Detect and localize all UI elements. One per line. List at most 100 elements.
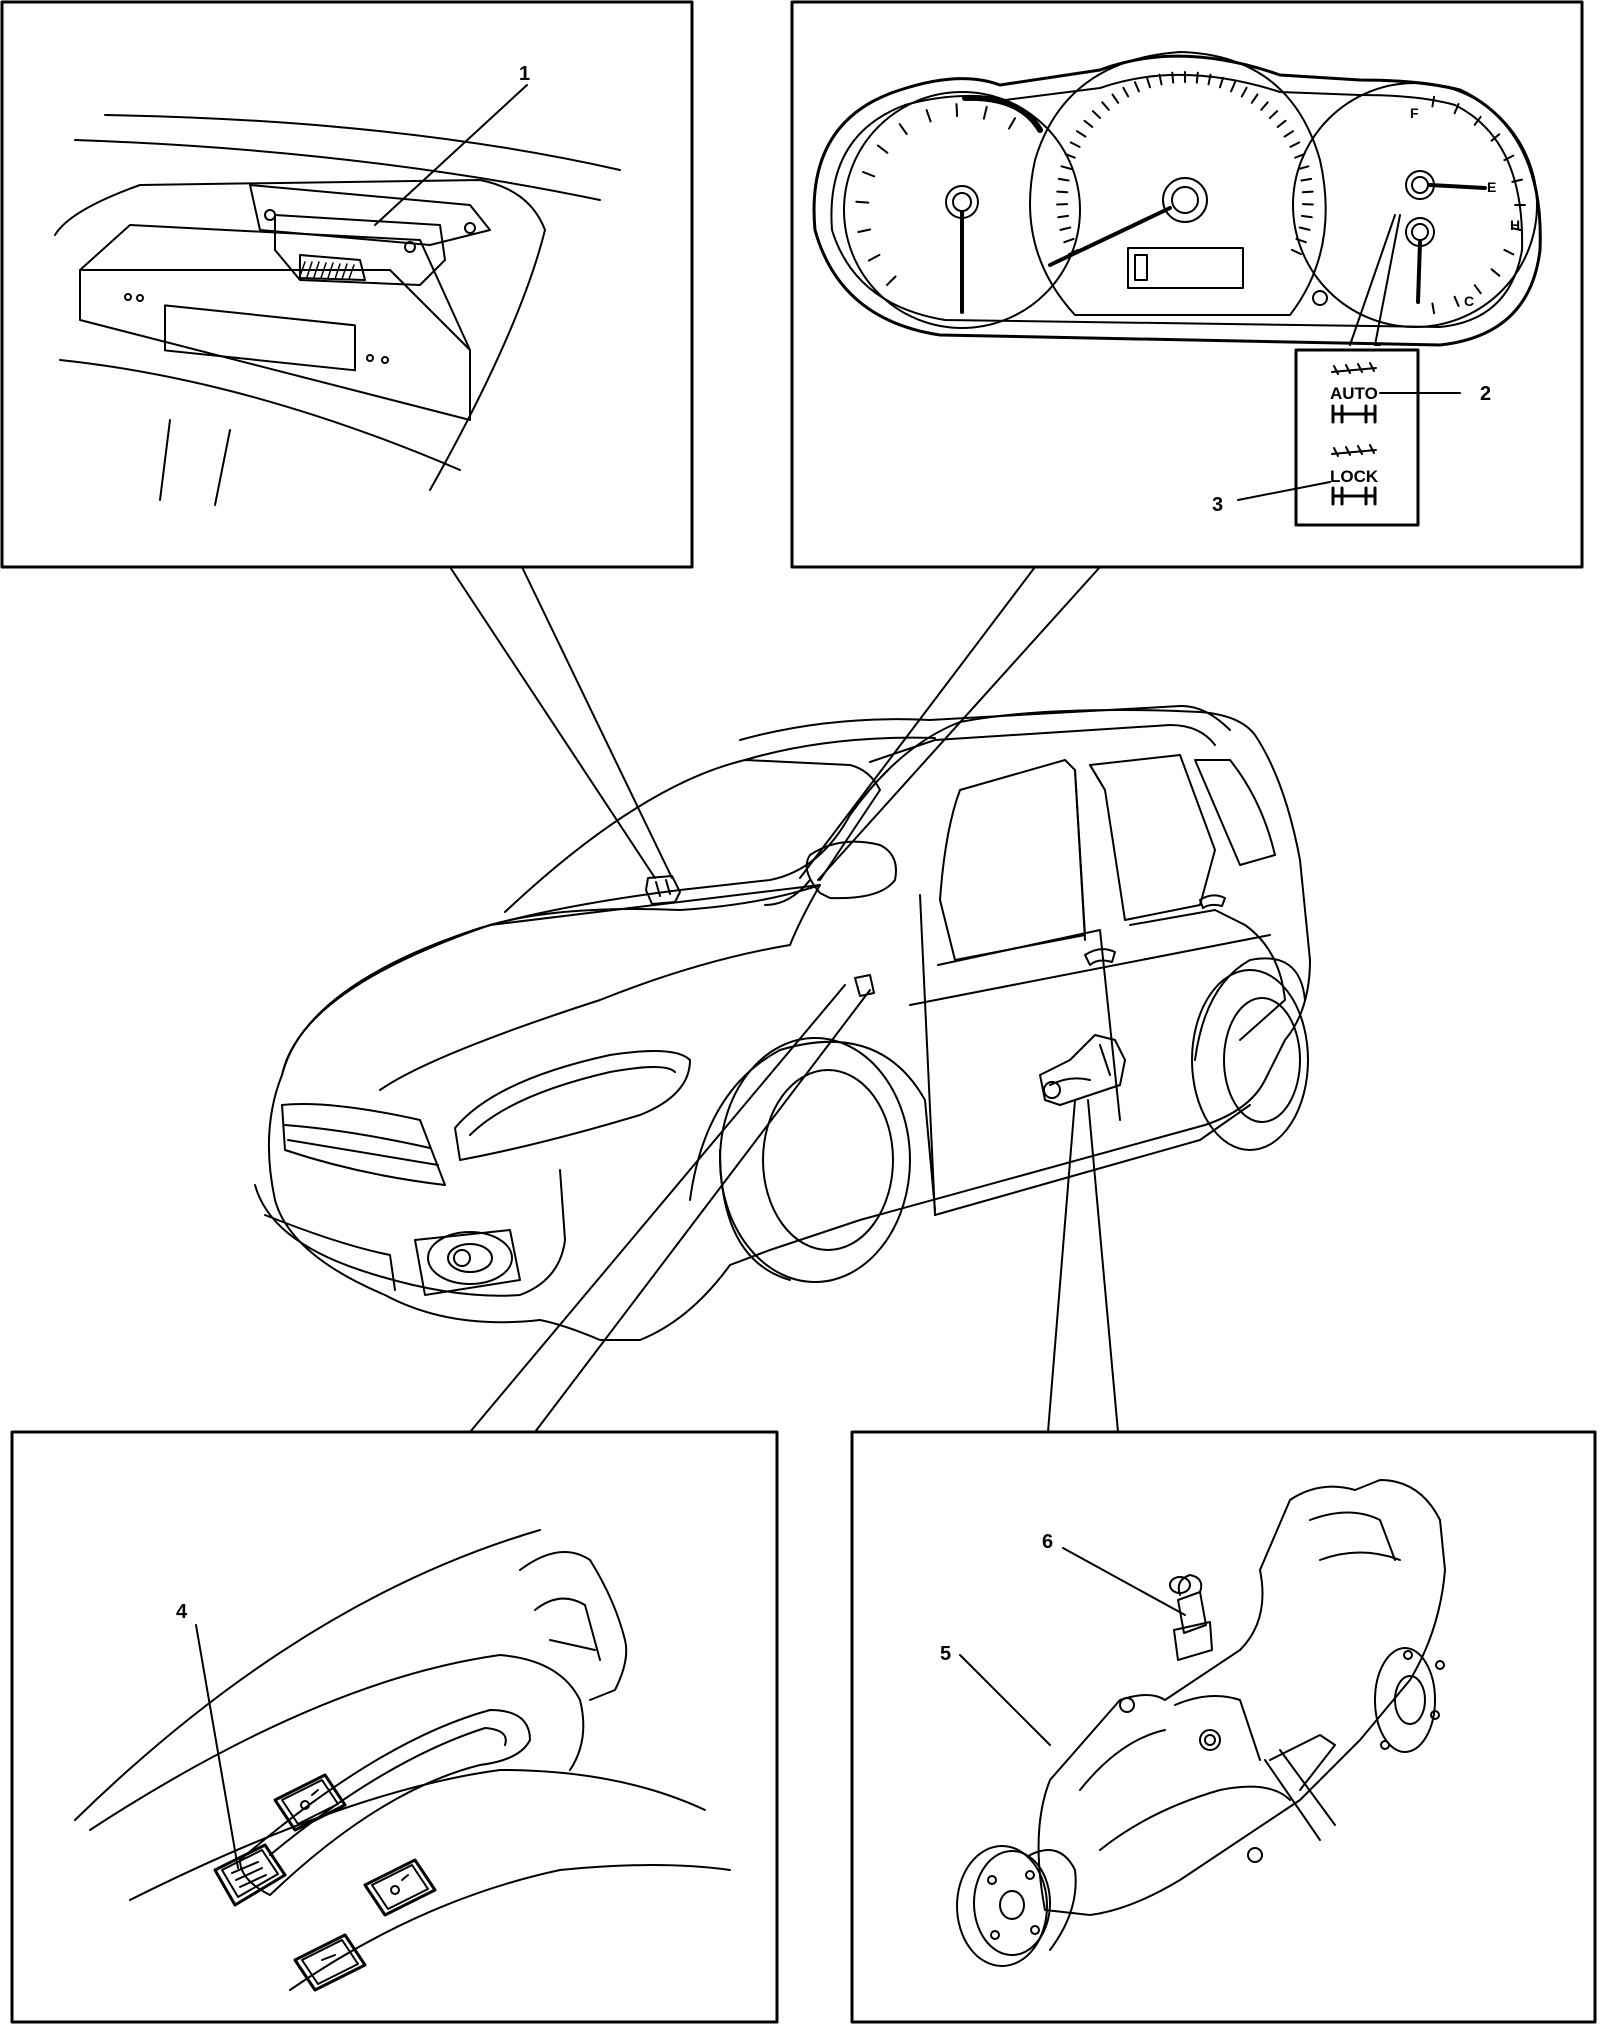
console-curve	[549, 1639, 596, 1651]
panel-rear-differential: 6 5	[850, 1430, 1597, 2024]
front-bumper	[254, 1169, 566, 1297]
housing-rib	[1174, 1695, 1261, 1761]
dash-curve	[214, 429, 231, 506]
roof-rail	[869, 724, 1216, 763]
fuel-temp-tick	[1453, 295, 1460, 307]
odometer-display	[1127, 247, 1244, 289]
front-grille	[281, 1103, 446, 1186]
panel-control-module: 1	[0, 0, 694, 569]
console-curve	[289, 1864, 731, 1991]
fuel-full-label: F	[1410, 105, 1419, 121]
tachometer-tick	[857, 228, 872, 233]
hood-edge	[489, 884, 821, 926]
zoom-lines-panel-1	[449, 566, 673, 879]
console-curve	[519, 1551, 628, 1701]
output-bolt	[1430, 1710, 1440, 1720]
module-connector	[299, 254, 366, 281]
car-body	[267, 708, 1311, 1341]
speedometer-tick	[1300, 214, 1313, 219]
leader-line-3	[1237, 481, 1331, 501]
hood	[281, 884, 821, 1091]
zoom-lines-panel-5	[1047, 1099, 1119, 1433]
4wd-switch	[213, 1843, 287, 1907]
temp-needle	[1416, 240, 1422, 304]
rear-diff-location	[1039, 1034, 1126, 1106]
speedometer-tick	[1268, 110, 1279, 119]
speedometer-tick	[1083, 119, 1094, 128]
housing-rib	[1319, 1551, 1401, 1561]
speedometer-tick	[1195, 71, 1199, 84]
front-wheel-rim	[762, 1069, 894, 1251]
console-box	[79, 269, 471, 421]
rear-door-window	[1089, 754, 1216, 921]
speedometer-tick	[1076, 130, 1087, 138]
speedometer-tick	[1069, 141, 1081, 148]
flange-bolt	[1030, 1925, 1040, 1935]
tachometer-tick	[1008, 117, 1016, 130]
flange-bolt	[987, 1875, 997, 1885]
fuel-temp-tick	[1431, 302, 1436, 315]
fuel-temp-tick	[1490, 133, 1501, 142]
panel-4-frame	[10, 1430, 779, 2024]
breather-pipe	[1264, 1749, 1336, 1841]
fog-lamp-surround	[414, 1229, 521, 1296]
fuel-temp-tick	[1453, 103, 1460, 115]
output-flange	[1374, 1647, 1436, 1753]
fog-lamp	[447, 1243, 493, 1273]
roof-rail	[744, 736, 936, 761]
indicator-box	[1294, 348, 1420, 527]
companion-flange	[956, 1845, 1048, 1967]
speedometer-hub	[1162, 177, 1208, 223]
tachometer-tick	[867, 253, 881, 262]
tachometer-tick	[886, 275, 897, 286]
speedometer-tick	[1056, 190, 1069, 194]
speedometer-tick	[1301, 190, 1314, 194]
door-handle	[1084, 948, 1116, 966]
fuel-needle	[1428, 183, 1487, 190]
console-hole	[381, 356, 389, 364]
indicator-pointer	[1349, 214, 1401, 346]
speedometer-tick	[1101, 101, 1110, 111]
quarter-window	[1194, 759, 1276, 866]
panel-2-frame	[790, 0, 1584, 569]
flange-neck	[1029, 1849, 1077, 1951]
windshield	[504, 759, 881, 913]
bracket-bolt	[264, 209, 276, 221]
odometer-icon	[1134, 254, 1148, 281]
panel-5-frame	[850, 1430, 1597, 2024]
speedometer-tick	[1068, 248, 1080, 256]
speedometer-hub	[1171, 186, 1199, 214]
zoom-lines-panel-2	[799, 566, 1101, 881]
4wd-auto-indicator-icon: AUTO	[1330, 362, 1378, 424]
speedometer-tick	[1064, 153, 1076, 159]
sensor-connector	[1177, 1574, 1203, 1596]
companion-flange	[973, 1850, 1051, 1956]
fog-lamp	[427, 1231, 513, 1285]
speedometer-tick	[1122, 86, 1130, 98]
console-hole	[124, 293, 132, 301]
auto-indicator-text: AUTO	[1330, 384, 1378, 403]
speedometer-tick	[1300, 177, 1313, 182]
fuel-temp-tick	[1490, 268, 1501, 277]
speedometer-tick	[1111, 93, 1120, 104]
speedometer-tick	[1240, 86, 1248, 98]
tachometer-tick	[898, 123, 908, 135]
seat-heater-switch	[273, 1773, 347, 1832]
speedometer-tick	[1294, 153, 1306, 159]
panel-instrument-cluster: F E H C AUTO LOCK 2 3	[790, 0, 1584, 569]
tachometer-tick	[862, 171, 876, 178]
leader-line-4	[195, 1624, 239, 1869]
housing-bolt	[1247, 1847, 1263, 1863]
headlamp	[454, 1050, 691, 1161]
speedometer-tick	[1146, 76, 1151, 89]
side-mirror	[805, 840, 897, 900]
speedometer-tick	[1298, 226, 1311, 231]
b-pillar	[1074, 764, 1106, 941]
tachometer-tick	[925, 109, 932, 123]
speedometer-tick	[1091, 110, 1102, 119]
speedometer-tick	[1207, 73, 1212, 86]
temp-gauge-hub	[1411, 223, 1429, 241]
speedometer-tick	[1060, 165, 1073, 170]
console-curve	[74, 1529, 541, 1821]
